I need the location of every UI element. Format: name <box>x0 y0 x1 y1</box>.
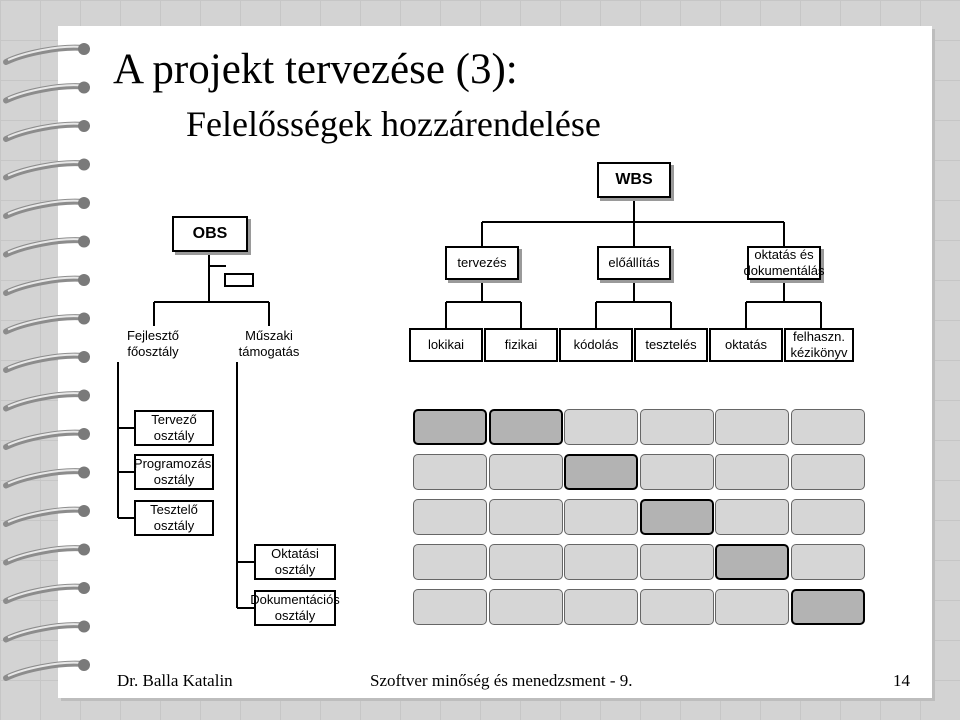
matrix-cell <box>564 499 638 535</box>
spiral-ring <box>3 428 90 450</box>
spiral-ring <box>3 543 90 566</box>
matrix-cell <box>790 499 865 535</box>
matrix-cell <box>413 589 487 625</box>
matrix-cell <box>639 589 714 625</box>
slide-page <box>58 26 932 698</box>
spiral-ring <box>3 466 90 489</box>
spiral-ring <box>3 81 90 104</box>
page-number: 14 <box>893 671 910 690</box>
wbs-leaf-kodolas: kódolás <box>559 328 633 362</box>
wbs-leaf-oktatas: oktatás <box>709 328 783 362</box>
wbs-node-label: tervezés <box>457 255 507 270</box>
obs-unit-dokumentacios: Dokumentációs osztály <box>250 590 340 626</box>
matrix-cell <box>488 499 563 535</box>
obs-unit-label: Tesztelő osztály <box>150 502 198 533</box>
obs-unit-label: Tervező osztály <box>151 412 197 443</box>
wbs-node-label: oktatás és dokumentálás <box>743 247 825 278</box>
wbs-node-tervezes: tervezés <box>445 246 519 280</box>
matrix-cell <box>715 499 789 535</box>
spiral-ring <box>3 120 90 142</box>
matrix-cell <box>790 409 865 445</box>
spiral-ring <box>3 582 90 604</box>
slide-title: A projekt tervezése (3): <box>113 46 518 93</box>
footer-author: Dr. Balla Katalin <box>117 671 233 690</box>
wbs-node-label: előállítás <box>608 255 660 270</box>
obs-unit-label: Oktatási osztály <box>271 546 319 577</box>
matrix-cell <box>790 544 865 580</box>
obs-unit-programozasi: Programozási osztály <box>134 454 214 490</box>
matrix-cell <box>639 454 714 490</box>
spiral-ring <box>3 274 90 296</box>
matrix-cell <box>564 589 638 625</box>
spiral-ring <box>3 197 90 219</box>
spiral-ring <box>3 389 90 412</box>
matrix-cell <box>488 589 563 625</box>
spiral-ring <box>3 351 90 373</box>
matrix-cell <box>488 544 563 580</box>
obs-unit-oktatasi: Oktatási osztály <box>254 544 336 580</box>
obs-unit-label: Dokumentációs osztály <box>250 592 340 623</box>
matrix-cell-assigned <box>488 409 563 445</box>
obs-node-fejleszto: Fejlesztő főosztály <box>109 326 197 362</box>
obs-root-label: OBS <box>192 225 228 242</box>
wbs-leaf-label: fizikai <box>504 337 538 352</box>
matrix-cell <box>715 409 789 445</box>
matrix-cell <box>413 454 487 490</box>
obs-node-label: Műszaki támogatás <box>238 328 300 359</box>
wbs-leaf-label: lokikai <box>427 337 465 352</box>
spiral-ring <box>3 158 90 181</box>
matrix-cell-assigned <box>413 409 487 445</box>
obs-unit-label: Programozási osztály <box>133 456 215 487</box>
matrix-cell-assigned <box>790 589 865 625</box>
matrix-cell-assigned <box>715 544 789 580</box>
obs-node-muszaki: Műszaki támogatás <box>224 326 314 362</box>
matrix-cell <box>639 409 714 445</box>
slide-subtitle: Felelősségek hozzárendelése <box>186 104 601 144</box>
footer-course: Szoftver minőség és menedzsment - 9. <box>370 671 633 690</box>
obs-unit-tervezo: Tervező osztály <box>134 410 214 446</box>
wbs-leaf-teszteles: tesztelés <box>634 328 708 362</box>
spiral-ring <box>3 505 90 527</box>
obs-node-label: Fejlesztő főosztály <box>126 328 180 359</box>
matrix-cell-assigned <box>564 454 638 490</box>
matrix-cell <box>413 499 487 535</box>
wbs-leaf-label: oktatás <box>725 337 767 352</box>
matrix-cell-assigned <box>639 499 714 535</box>
matrix-cell <box>715 454 789 490</box>
obs-root-box: OBS <box>172 216 248 252</box>
matrix-cell <box>715 589 789 625</box>
spiral-ring <box>3 312 90 335</box>
matrix-cell <box>564 544 638 580</box>
wbs-leaf-lokikai: lokikai <box>409 328 483 362</box>
wbs-root-box: WBS <box>597 162 671 198</box>
spiral-ring <box>3 659 90 681</box>
matrix-cell <box>790 454 865 490</box>
wbs-leaf-felhasznaloi-kezikonyv: felhaszn. kézikönyv <box>784 328 854 362</box>
wbs-node-eloallitas: előállítás <box>597 246 671 280</box>
matrix-cell <box>488 454 563 490</box>
wbs-node-oktatas-dokumentalas: oktatás és dokumentálás <box>744 246 824 280</box>
obs-small-box <box>224 273 254 287</box>
spiral-ring <box>3 620 90 643</box>
wbs-leaf-fizikai: fizikai <box>484 328 558 362</box>
wbs-leaf-label: kódolás <box>573 337 619 352</box>
wbs-leaf-label: felhaszn. kézikönyv <box>790 329 848 360</box>
spiral-ring <box>3 43 90 65</box>
wbs-root-label: WBS <box>615 171 653 188</box>
spiral-binding <box>3 43 90 681</box>
matrix-cell <box>639 544 714 580</box>
matrix-cell <box>564 409 638 445</box>
wbs-leaf-label: tesztelés <box>645 337 697 352</box>
spiral-ring <box>3 235 90 258</box>
matrix-cell <box>413 544 487 580</box>
obs-unit-teszteleo: Tesztelő osztály <box>134 500 214 536</box>
